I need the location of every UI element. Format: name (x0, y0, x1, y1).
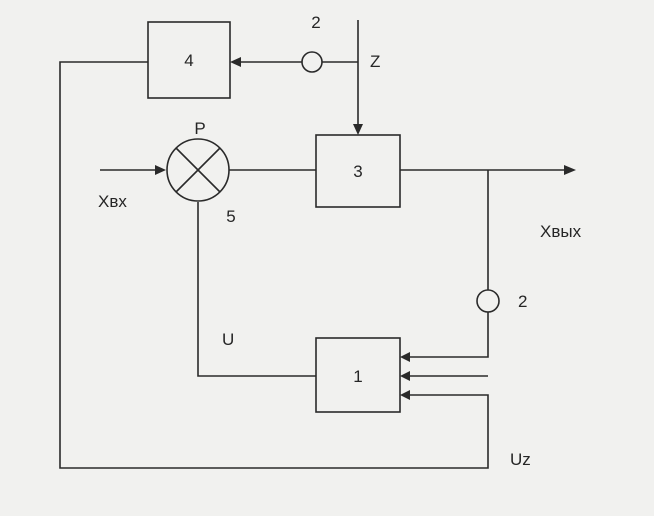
output-arrow (564, 165, 576, 175)
disturbance-label: Z (370, 52, 380, 71)
block-4-label: 4 (184, 51, 193, 70)
comparator-number-label: 5 (226, 207, 235, 226)
arrow-into-block-3 (353, 124, 363, 135)
input-label: Xвх (98, 192, 127, 211)
arrow-into-block-4 (230, 57, 241, 67)
output-label: Xвых (540, 222, 582, 241)
comparator-cross-b (175, 147, 221, 193)
comparator-letter-label: P (194, 119, 205, 138)
block-1-label: 1 (353, 367, 362, 386)
block-3-label: 3 (353, 162, 362, 181)
top-sensor-label: 2 (311, 13, 320, 32)
block-1 (315, 337, 401, 413)
arrow-into-block-1-bottom (400, 390, 410, 400)
setpoint-signal-label: Uz (510, 450, 531, 469)
right-sensor-label: 2 (518, 292, 527, 311)
arrow-into-block-1-top (400, 352, 410, 362)
block-4 (147, 21, 231, 99)
control-feedback-line (197, 202, 316, 377)
right-sensor-circle (476, 289, 500, 313)
control-signal-label: U (222, 330, 234, 349)
output-feedback-line (408, 170, 489, 358)
top-sensor-circle (301, 51, 323, 73)
block-3 (315, 134, 401, 208)
arrow-into-block-1-middle (400, 371, 410, 381)
arrow-into-comparator (155, 165, 166, 175)
outer-feedback-line (59, 61, 489, 469)
